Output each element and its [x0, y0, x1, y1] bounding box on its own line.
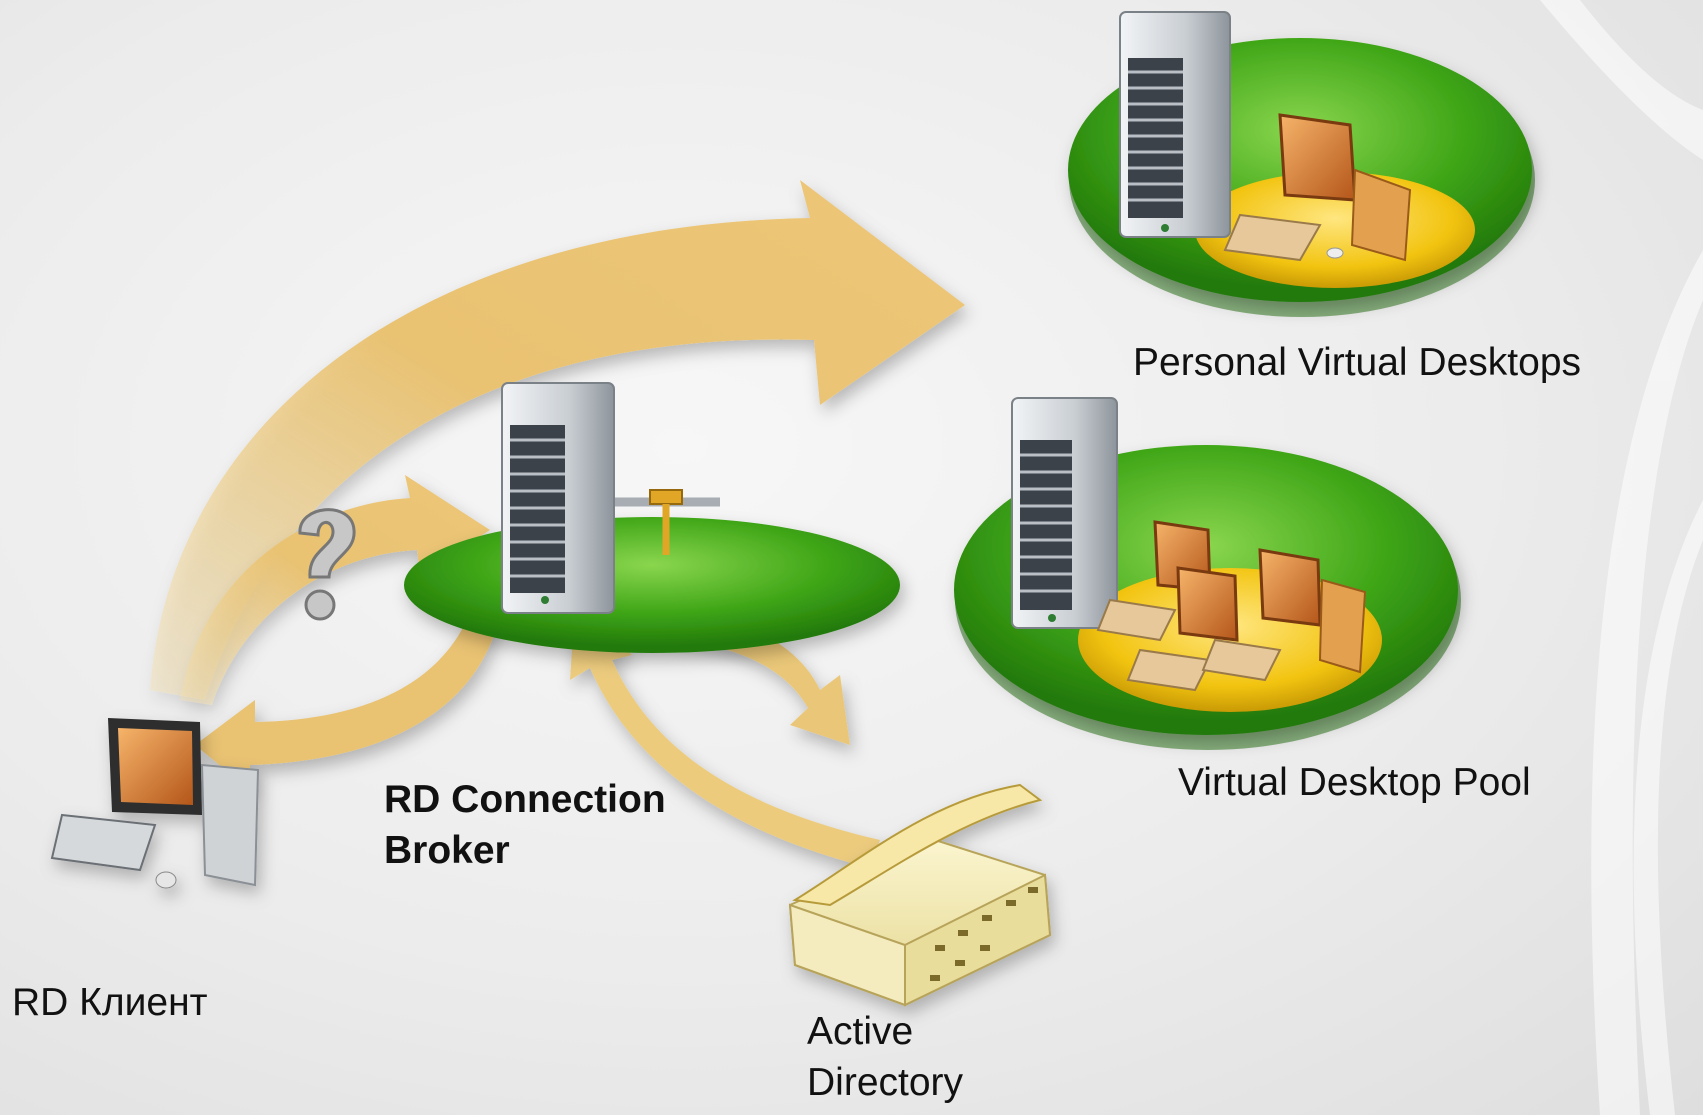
arrow-broker-to-client	[195, 580, 505, 790]
active-directory-label-line1: Active	[807, 1010, 914, 1053]
desktop-pc-icon	[1223, 113, 1412, 262]
desktop-pool-group	[954, 397, 1461, 750]
connection-broker-label-line2: Broker	[384, 828, 510, 872]
personal-desktops-group	[1068, 11, 1535, 317]
connection-broker-label-line1: RD Connection	[384, 778, 666, 821]
network-connector-icon	[612, 489, 720, 555]
connection-broker-group	[404, 382, 900, 653]
arrow-client-to-personal-desktops	[150, 180, 965, 700]
active-directory-label: Active Directory	[807, 1007, 963, 1108]
directory-book-icon	[788, 783, 1052, 1007]
virtual-desktop-pool-label: Virtual Desktop Pool	[1178, 761, 1531, 804]
question-mark-icon	[298, 508, 356, 621]
rd-client-label: RD Клиент	[12, 981, 208, 1024]
arrow-client-to-broker	[180, 475, 490, 705]
server-icon	[501, 382, 615, 614]
background-rays	[1540, 0, 1703, 1115]
connection-broker-label: RD Connection Broker	[384, 775, 666, 876]
active-directory-label-line2: Directory	[807, 1060, 964, 1104]
server-icon	[1119, 11, 1231, 238]
personal-virtual-desktops-label: Personal Virtual Desktops	[1133, 341, 1582, 384]
server-icon	[1011, 397, 1118, 629]
desktop-pc-icon	[1096, 520, 1367, 692]
desktop-pc-icon	[50, 718, 260, 889]
